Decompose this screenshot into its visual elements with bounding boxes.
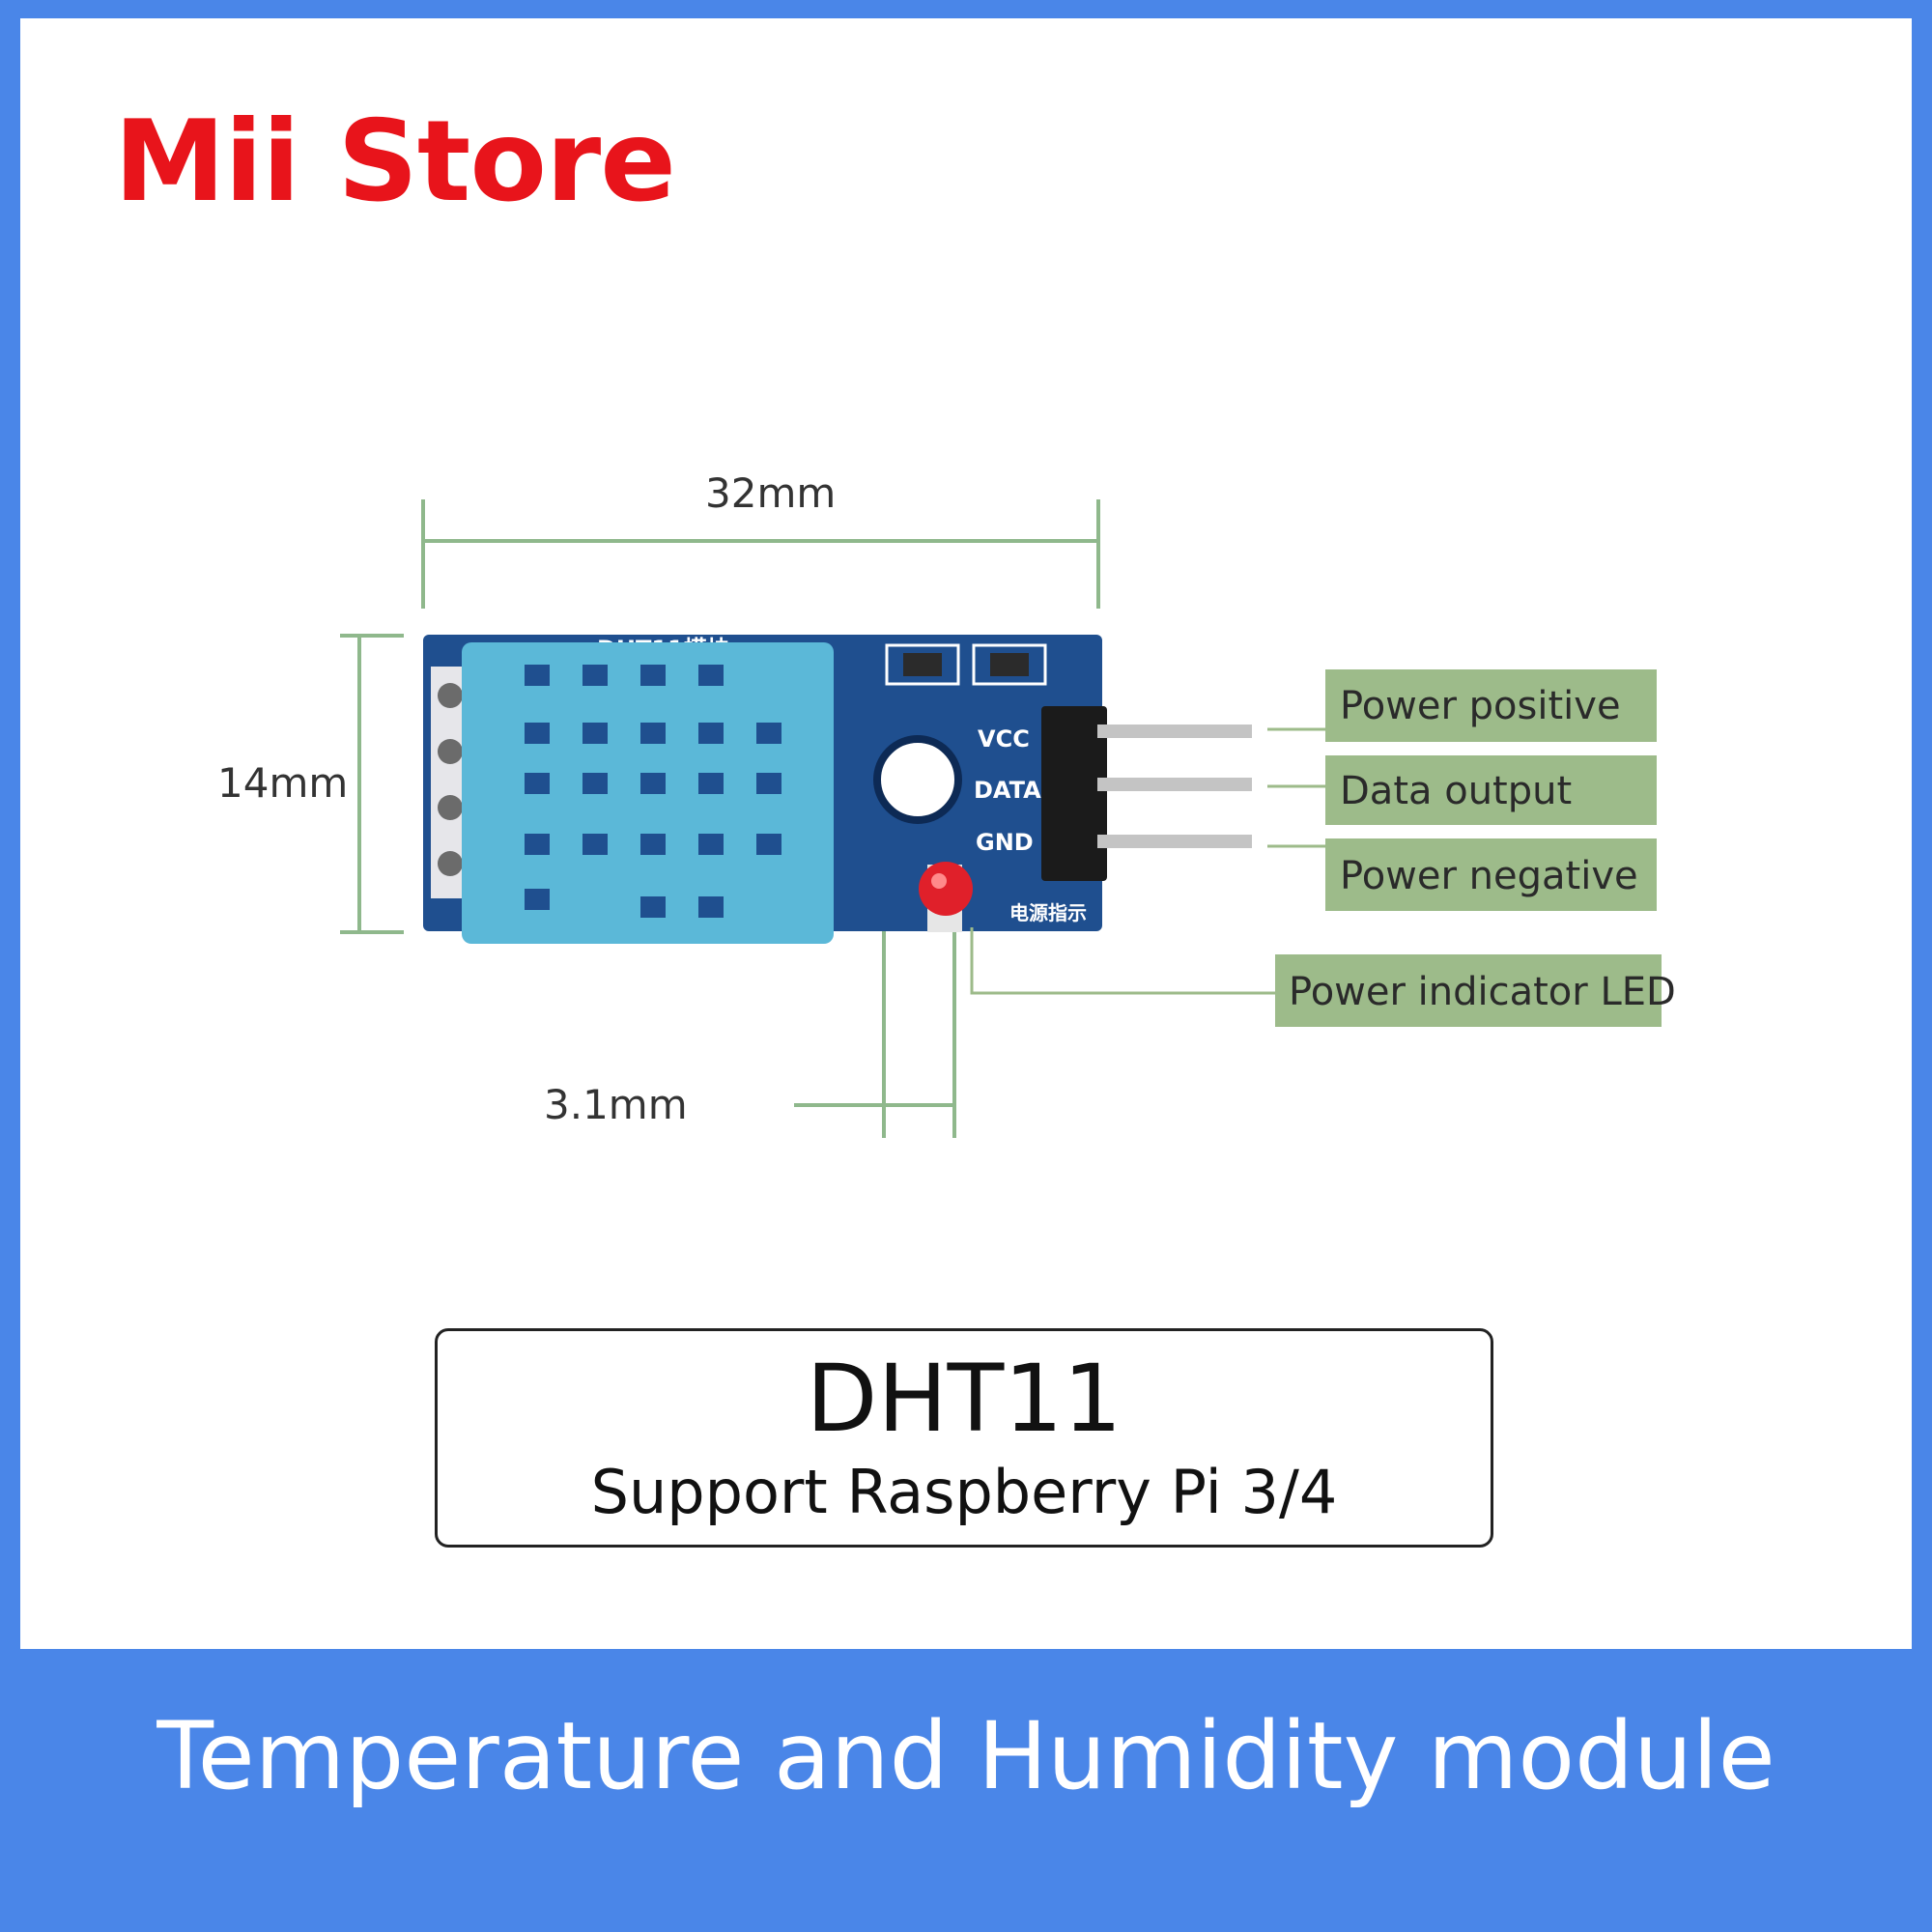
header-pins	[1041, 706, 1252, 881]
pin-label-data: DATA	[974, 777, 1041, 804]
height-label: 14mm	[217, 759, 348, 807]
dht11-sensor	[462, 642, 834, 944]
width-label: 32mm	[705, 469, 836, 517]
footer-caption: Temperature and Humidity module	[156, 1702, 1776, 1810]
dimension-lines	[340, 499, 1100, 1138]
mounting-hole	[873, 735, 962, 824]
product-model: DHT11	[806, 1345, 1122, 1453]
svg-text:Power indicator LED: Power indicator LED	[1289, 970, 1676, 1014]
callout-box-power-led: Power indicator LED	[1275, 954, 1676, 1027]
pin-label-vcc: VCC	[978, 725, 1030, 753]
callout-box-data-output: Data output	[1325, 755, 1657, 825]
callout-lines	[970, 727, 1325, 995]
callout-box-power-negative: Power negative	[1325, 838, 1657, 911]
product-info-box: DHT11 Support Raspberry Pi 3/4	[435, 1328, 1493, 1548]
power-led	[919, 862, 973, 932]
pin-label-gnd: GND	[976, 829, 1034, 856]
svg-text:Power negative: Power negative	[1340, 854, 1638, 898]
svg-text:Data output: Data output	[1340, 769, 1572, 813]
brand-title: Mii Store	[114, 97, 676, 227]
smd-resistors	[885, 643, 1047, 686]
callout-box-power-positive: Power positive	[1325, 669, 1657, 742]
product-support: Support Raspberry Pi 3/4	[590, 1457, 1338, 1527]
svg-text:Power positive: Power positive	[1340, 684, 1621, 728]
hole-offset-label: 3.1mm	[544, 1081, 688, 1128]
led-pcb-label: 电源指示	[1009, 901, 1087, 924]
